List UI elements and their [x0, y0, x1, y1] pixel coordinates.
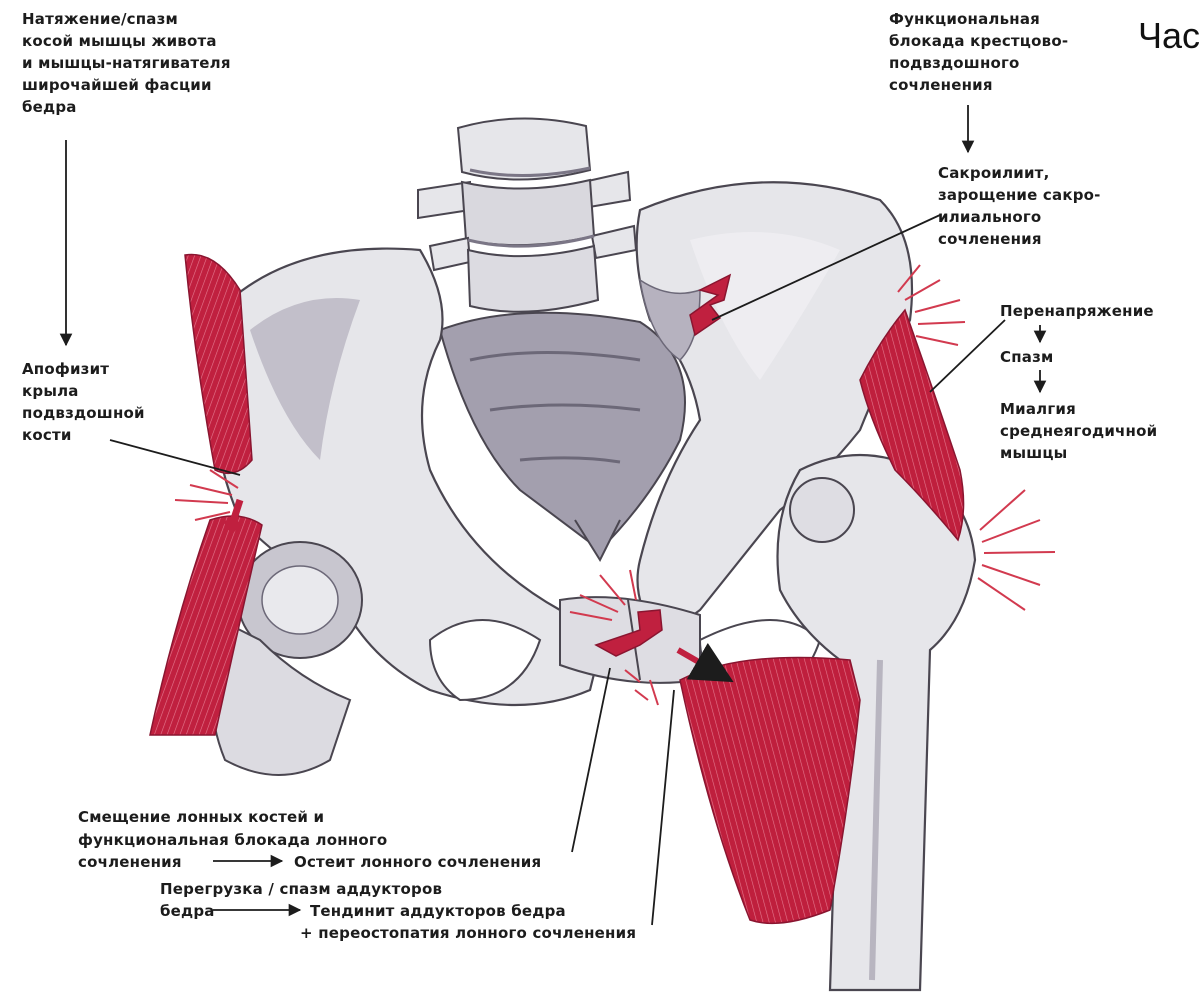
- label-adductor-overload: Перегрузка / спазм аддукторов: [160, 878, 442, 900]
- label-apophysitis: Апофизит крыла подвздошной кости: [22, 358, 145, 446]
- label-pubic-shift-2: функциональная блокада лонного: [78, 829, 387, 851]
- label-pubic-shift-3a: сочленения: [78, 851, 182, 873]
- thigh-adductor-muscle: [680, 658, 860, 924]
- label-pubic-shift-1: Смещение лонных костей и: [78, 806, 324, 828]
- label-gluteus-myalgia: Миалгия среднеягодичной мышцы: [1000, 398, 1157, 464]
- pain-rays-femur: [978, 490, 1055, 610]
- label-overstrain: Перенапряжение: [1000, 300, 1154, 322]
- label-spasm: Спазм: [1000, 346, 1053, 368]
- lumbar-vertebrae: [418, 118, 636, 311]
- label-oblique-spasm: Натяжение/спазм косой мышцы живота и мыш…: [22, 8, 231, 118]
- label-sacroiliitis: Сакроилиит, зарощение сакро- илиального …: [938, 162, 1101, 250]
- label-si-joint-block: Функциональная блокада крестцово- подвзд…: [889, 8, 1068, 96]
- sacrum: [440, 313, 685, 560]
- abdominal-oblique-muscle: [185, 254, 252, 473]
- label-adductor-thigh: бедра: [160, 900, 215, 922]
- label-pubic-periostopathy: + переостопатия лонного сочленения: [300, 922, 636, 944]
- label-pubic-osteitis: Остеит лонного сочленения: [294, 851, 541, 873]
- page-heading: Час: [1138, 15, 1200, 57]
- label-adductor-tendinitis: Тендинит аддукторов бедра: [310, 900, 566, 922]
